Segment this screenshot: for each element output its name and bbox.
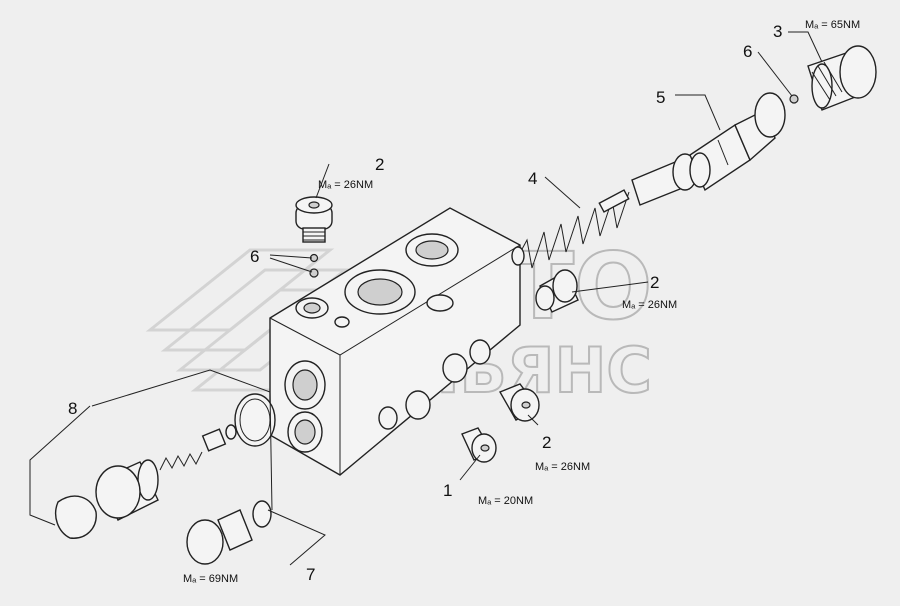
plug-right-upper: [535, 269, 579, 313]
torque-2-upper: Mₐ = 26NM: [622, 299, 677, 311]
callout-5: 5: [656, 88, 665, 107]
callout-2-top: 2: [375, 155, 384, 174]
callout-1: 1: [443, 481, 452, 500]
bracket-7: [267, 509, 326, 566]
leader-4: [544, 176, 581, 209]
leader-6-top-b: [269, 257, 313, 273]
spring: [511, 189, 630, 269]
piston: [631, 92, 786, 206]
plug-top: [295, 196, 333, 243]
torque-2-lower: Mₐ = 26NM: [535, 461, 590, 473]
torque-1: Mₐ = 20NM: [478, 495, 533, 507]
leader-3: [788, 31, 823, 63]
plug-part-1: [461, 427, 497, 463]
callout-8: 8: [68, 399, 77, 418]
relief-valve-assembly: [54, 393, 276, 539]
torque-7: Mₐ = 69NM: [183, 573, 238, 585]
leader-1: [459, 454, 481, 481]
valve-block: [269, 207, 521, 476]
leader-2-top: [315, 163, 330, 199]
callout-4: 4: [528, 169, 537, 188]
callout-6-right: 6: [743, 42, 752, 61]
torque-3: Mₐ = 65NM: [805, 19, 860, 31]
leader-8: [29, 405, 91, 526]
callout-2-upper: 2: [650, 273, 659, 292]
torque-2-top: Mₐ = 26NM: [318, 179, 373, 191]
plug-part-7: [186, 500, 272, 565]
leader-5: [675, 94, 721, 131]
plug-right-lower: [498, 383, 540, 422]
plug-right: [807, 45, 877, 111]
ball-top-2: [309, 268, 319, 278]
leader-2-upper: [571, 281, 649, 293]
callout-2-lower: 2: [542, 433, 551, 452]
leader-6-right: [757, 51, 793, 97]
callout-3: 3: [773, 22, 782, 41]
callout-7: 7: [306, 565, 315, 584]
bracket-8: [91, 369, 273, 511]
callout-6-top: 6: [250, 247, 259, 266]
leader-2-lower: [527, 414, 539, 426]
leader-6-top-a: [269, 254, 313, 259]
ball-right: [789, 94, 799, 104]
